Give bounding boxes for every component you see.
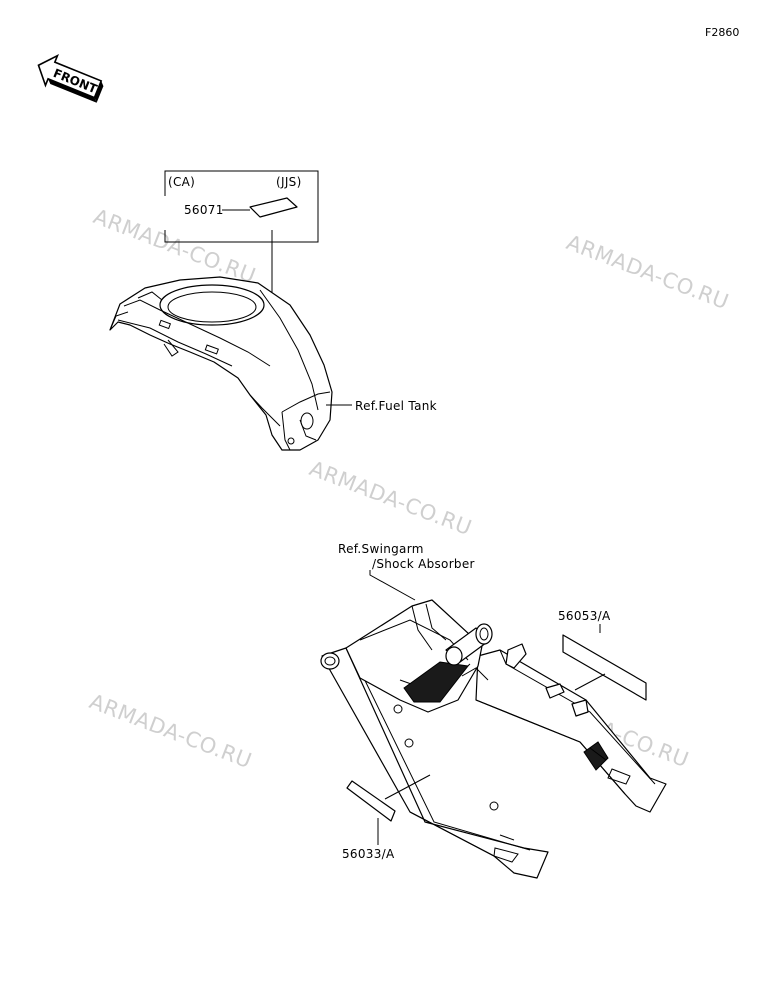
variant-jjs: (JJS) — [276, 175, 302, 189]
ref-shock-absorber: /Shock Absorber — [372, 557, 475, 571]
swingarm — [320, 599, 667, 879]
watermark: ARMADA-CO.RU — [306, 456, 475, 540]
label-56053a-decal — [562, 634, 647, 701]
ref-swingarm: Ref.Swingarm — [338, 542, 424, 556]
label-56071-decal — [249, 197, 298, 218]
part-number-56053a: 56053/A — [558, 609, 611, 623]
fuel-tank-cover — [109, 276, 352, 451]
variant-box: (CA) (JJS) 56071 — [164, 170, 319, 348]
label-56053a: 56053/A — [558, 609, 647, 701]
watermark: ARMADA-CO.RU — [90, 204, 259, 288]
variant-ca: (CA) — [168, 175, 195, 189]
label-56033a: 56033/A — [342, 774, 431, 861]
part-number-56071: 56071 — [184, 203, 224, 217]
watermark: ARMADA-CO.RU — [86, 689, 255, 773]
part-number-56033a: 56033/A — [342, 847, 395, 861]
watermark: ARMADA-CO.RU — [563, 230, 732, 314]
figure-code: F2860 — [705, 26, 739, 39]
ref-fuel-tank: Ref.Fuel Tank — [355, 399, 437, 413]
label-56033a-decal — [346, 780, 396, 822]
front-arrow-icon: FRONT — [37, 53, 104, 103]
